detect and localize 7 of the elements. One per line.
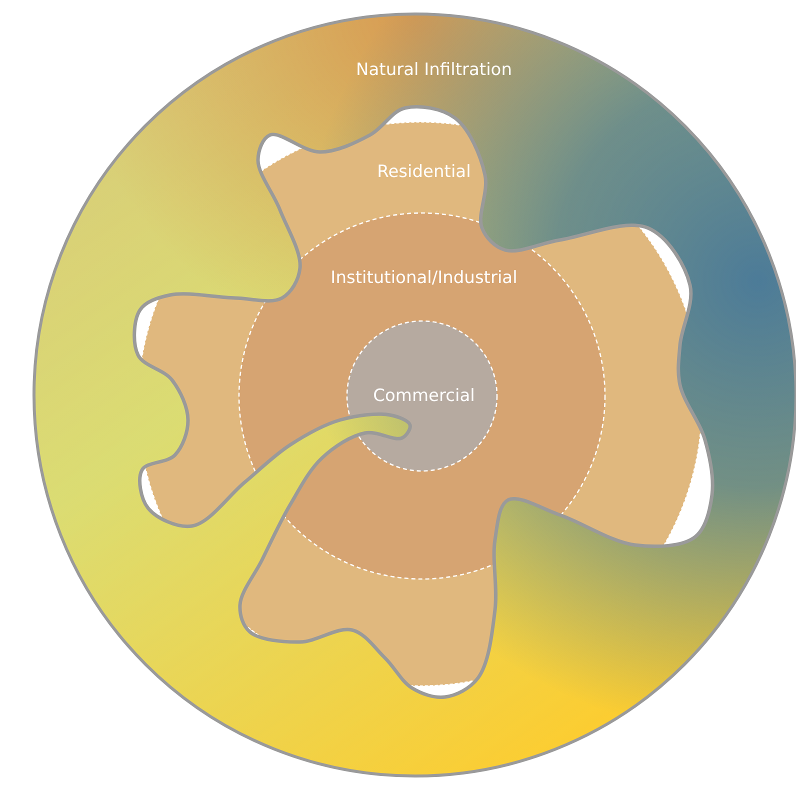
zone-label: Natural Infiltration bbox=[356, 60, 512, 80]
zone-label: Institutional/Industrial bbox=[330, 268, 518, 288]
institutional-zone bbox=[239, 213, 605, 579]
infiltration-ring bbox=[34, 14, 796, 776]
commercial-zone bbox=[347, 321, 497, 471]
zone-label: Residential bbox=[377, 162, 471, 182]
zone-label: Commercial bbox=[373, 386, 475, 406]
